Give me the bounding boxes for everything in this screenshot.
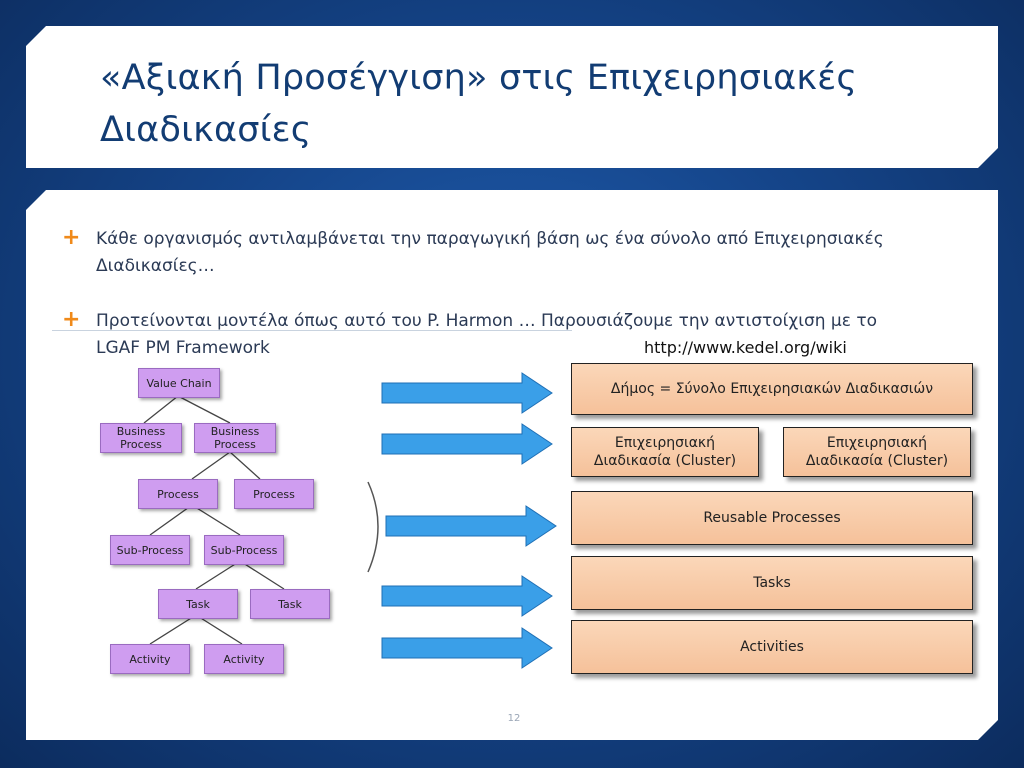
box-reusable-processes: Reusable Processes [571, 491, 973, 545]
page-number: 12 [507, 713, 521, 724]
node-business-process-2: Business Process [194, 423, 276, 453]
connector-line [196, 615, 242, 644]
plus-bullet-icon: + [62, 307, 81, 332]
box-activities: Activities [571, 620, 973, 674]
kedel-wiki-link[interactable]: http://www.kedel.org/wiki [644, 338, 847, 357]
title-panel: «Αξιακή Προσέγγιση» στις Επιχειρησιακές … [26, 26, 998, 168]
connector-line [240, 561, 284, 589]
grouping-brace [368, 482, 378, 572]
connector-line [196, 561, 240, 589]
connector-line [192, 452, 230, 479]
node-process-1: Process [138, 479, 218, 509]
connector-line [192, 505, 240, 535]
slide-title: «Αξιακή Προσέγγιση» στις Επιχειρησιακές … [100, 58, 858, 150]
node-value-chain: Value Chain [138, 368, 220, 398]
node-process-2: Process [234, 479, 314, 509]
node-business-process-1: Business Process [100, 423, 182, 453]
content-panel: + Κάθε οργανισμός αντιλαμβάνεται την παρ… [26, 190, 998, 740]
mapping-arrow-2 [382, 424, 552, 464]
plus-bullet-icon: + [62, 225, 81, 250]
connector-line [150, 505, 192, 535]
bullet-text-2: Προτείνονται μοντέλα όπως αυτό του P. Ha… [96, 311, 877, 358]
node-task-1: Task [158, 589, 238, 619]
mapping-arrow-3 [386, 506, 556, 546]
box-cluster-2: Επιχειρησιακή Διαδικασία (Cluster) [783, 427, 971, 477]
box-dimos: Δήμος = Σύνολο Επιχειρησιακών Διαδικασιώ… [571, 363, 973, 415]
node-activity-2: Activity [204, 644, 284, 674]
node-task-2: Task [250, 589, 330, 619]
connector-line [230, 452, 260, 479]
connector-line [178, 396, 230, 423]
box-cluster-1: Επιχειρησιακή Διαδικασία (Cluster) [571, 427, 759, 477]
mapping-arrow-1 [382, 373, 552, 413]
diagram-connectors [26, 190, 998, 740]
connector-line [144, 396, 178, 423]
divider-line [52, 330, 572, 331]
bullet-text-1: Κάθε οργανισμός αντιλαμβάνεται την παραγ… [96, 229, 884, 276]
node-subprocess-2: Sub-Process [204, 535, 284, 565]
box-tasks: Tasks [571, 556, 973, 610]
bullet-item-1: + Κάθε οργανισμός αντιλαμβάνεται την παρ… [96, 226, 886, 280]
mapping-arrow-4 [382, 576, 552, 616]
diagram-frame-edge [1002, 350, 1006, 695]
mapping-arrow-5 [382, 628, 552, 668]
connector-line [150, 615, 196, 644]
node-subprocess-1: Sub-Process [110, 535, 190, 565]
bullet-item-2: + Προτείνονται μοντέλα όπως αυτό του P. … [96, 308, 886, 362]
node-activity-1: Activity [110, 644, 190, 674]
